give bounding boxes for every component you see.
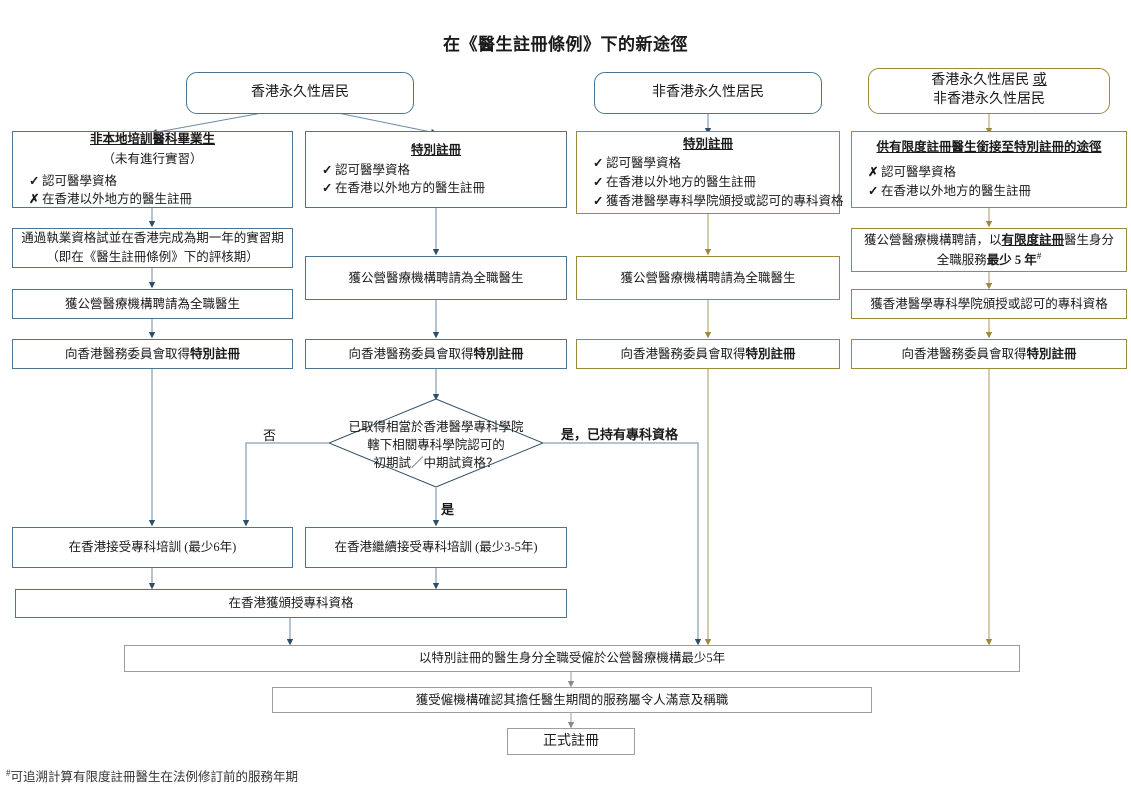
persona-either-line2: 非香港永久性居民: [933, 92, 1045, 107]
step-employed-fulltime-label: 獲公營醫療機構聘請為全職醫生: [64, 296, 240, 311]
column-2-criterion-2: ✓在香港以外地方的醫生註冊: [322, 181, 486, 196]
column-1-step-special-registration: 向香港醫務委員會取得特別註冊: [12, 339, 293, 369]
page-title: 在《醫生註冊條例》下的新途徑: [443, 35, 688, 54]
column-2-criterion-1: ✓認可醫學資格: [322, 162, 411, 177]
column-1-step-employed-fulltime: 獲公營醫療機構聘請為全職醫生: [12, 289, 293, 319]
column-4-criterion-1: ✗認可醫學資格: [868, 165, 957, 180]
footnote-text: 可追溯計算有限度註冊醫生在法例修訂前的服務年期: [10, 770, 299, 784]
limited-registration-line1: 獲公營醫療機構聘請，以有限度註冊醫生身分: [863, 232, 1115, 247]
column-1-criterion-2: ✗在香港以外地方的醫生註冊: [29, 192, 193, 207]
specialist-qualification-label: 獲香港醫學專科學院頒授或認可的專科資格: [870, 296, 1108, 311]
column-4-title: 供有限度註冊醫生銜接至特別註冊的途徑: [876, 140, 1102, 155]
decision-label-no: 否: [263, 428, 277, 443]
column-2-step-special-registration: 向香港醫務委員會取得特別註冊: [305, 339, 567, 369]
step-special-registration-label: 向香港醫務委員會取得特別註冊: [64, 346, 241, 361]
column-3-criterion-1: ✓認可醫學資格: [593, 156, 682, 171]
step-employed-fulltime-label: 獲公營醫療機構聘請為全職醫生: [620, 270, 796, 285]
column-2-title: 特別註冊: [410, 142, 461, 157]
column-1-title: 非本地培訓醫科畢業生: [89, 132, 215, 146]
column-4-step-special-registration: 向香港醫務委員會取得特別註冊: [851, 339, 1127, 369]
limited-registration-line2: 全職服務最少 5 年#: [936, 250, 1042, 267]
common-full-registration-label: 正式註冊: [543, 734, 599, 749]
decision-line3: 初期試／中期試資格？: [373, 456, 499, 471]
common-assessment-label: 獲受僱機構確認其擔任醫生期間的服務屬令人滿意及稱職: [415, 692, 729, 707]
common-full-registration: 正式註冊: [507, 728, 635, 755]
training-continue: 在香港繼續接受專科培訓 (最少3-5年): [305, 527, 567, 568]
column-1-step-licensing-exam: 通過執業資格試並在香港完成為期一年的實習期 （即在《醫生註冊條例》下的評核期）: [12, 228, 293, 268]
column-4-header: 供有限度註冊醫生銜接至特別註冊的途徑 ✗認可醫學資格 ✓在香港以外地方的醫生註冊: [851, 131, 1127, 208]
column-3-header: 特別註冊 ✓認可醫學資格 ✓在香港以外地方的醫生註冊 ✓獲香港醫學專科學院頒授或…: [576, 131, 844, 214]
column-3-step-employed-fulltime: 獲公營醫療機構聘請為全職醫生: [576, 256, 840, 300]
column-2-header: 特別註冊 ✓認可醫學資格 ✓在香港以外地方的醫生註冊: [305, 131, 567, 208]
award-specialist-hk: 在香港獲頒授專科資格: [15, 589, 567, 618]
column-3-title: 特別註冊: [682, 136, 733, 151]
footnote-marker: #: [6, 767, 11, 778]
decision-diamond-shape: [329, 399, 543, 487]
column-1-subtitle: （未有進行實習）: [102, 151, 203, 166]
step-special-registration-label: 向香港醫務委員會取得特別註冊: [620, 346, 796, 361]
column-3-step-special-registration: 向香港醫務委員會取得特別註冊: [576, 339, 840, 369]
step-special-registration-label: 向香港醫務委員會取得特別註冊: [901, 346, 1077, 361]
column-2-step-employed-fulltime: 獲公營醫療機構聘請為全職醫生: [305, 256, 567, 300]
training-continue-label: 在香港繼續接受專科培訓 (最少3-5年): [334, 540, 538, 555]
column-1-header: 非本地培訓醫科畢業生 （未有進行實習） ✓認可醫學資格 ✗在香港以外地方的醫生註…: [12, 131, 293, 208]
persona-either-resident[interactable]: 香港永久性居民 或 非香港永久性居民: [868, 68, 1110, 114]
persona-non-hk-resident-label: 非香港永久性居民: [652, 84, 764, 100]
column-4-step-specialist-qualification: 獲香港醫學專科學院頒授或認可的專科資格: [851, 289, 1127, 319]
footnote: #可追溯計算有限度註冊醫生在法例修訂前的服務年期: [6, 766, 298, 785]
column-4-criterion-2: ✓在香港以外地方的醫生註冊: [868, 183, 1032, 198]
persona-non-hk-resident[interactable]: 非香港永久性居民: [594, 72, 822, 114]
decision-label-yes-specialist: 是，已持有專科資格: [561, 427, 679, 442]
step-special-registration-label: 向香港醫務委員會取得特別註冊: [348, 346, 524, 361]
decision-intermediate-exam: 已取得相當於香港醫學專科學院 轄下相關專科學院認可的 初期試／中期試資格？: [306, 418, 566, 472]
decision-line2: 轄下相關專科學院認可的: [367, 438, 505, 453]
step-licensing-exam-line1: 通過執業資格試並在香港完成為期一年的實習期: [21, 231, 284, 246]
column-3-criterion-2: ✓在香港以外地方的醫生註冊: [593, 175, 757, 189]
decision-label-yes: 是: [441, 502, 455, 517]
persona-hk-resident[interactable]: 香港永久性居民: [186, 72, 414, 114]
award-specialist-hk-label: 在香港獲頒授專科資格: [228, 596, 354, 611]
step-employed-fulltime-label: 獲公營醫療機構聘請為全職醫生: [348, 270, 524, 285]
decision-line1: 已取得相當於香港醫學專科學院: [348, 420, 524, 434]
common-service-5y: 以特別註冊的醫生身分全職受僱於公營醫療機構最少5年: [124, 645, 1020, 672]
persona-hk-resident-label: 香港永久性居民: [251, 84, 349, 100]
step-licensing-exam-line2: （即在《醫生註冊條例》下的評核期）: [46, 250, 259, 264]
column-4-step-limited-registration-service: 獲公營醫療機構聘請，以有限度註冊醫生身分 全職服務最少 5 年#: [851, 228, 1127, 272]
column-1-criterion-1: ✓認可醫學資格: [29, 173, 118, 188]
column-3-criterion-3: ✓獲香港醫學專科學院頒授或認可的專科資格: [593, 193, 844, 208]
persona-either-line1: 香港永久性居民 或: [931, 73, 1047, 89]
training-full-label: 在香港接受專科培訓 (最少6年): [68, 540, 237, 555]
common-service-5y-label: 以特別註冊的醫生身分全職受僱於公營醫療機構最少5年: [418, 651, 726, 666]
common-assessment: 獲受僱機構確認其擔任醫生期間的服務屬令人滿意及稱職: [272, 687, 872, 713]
training-full: 在香港接受專科培訓 (最少6年): [12, 527, 293, 568]
